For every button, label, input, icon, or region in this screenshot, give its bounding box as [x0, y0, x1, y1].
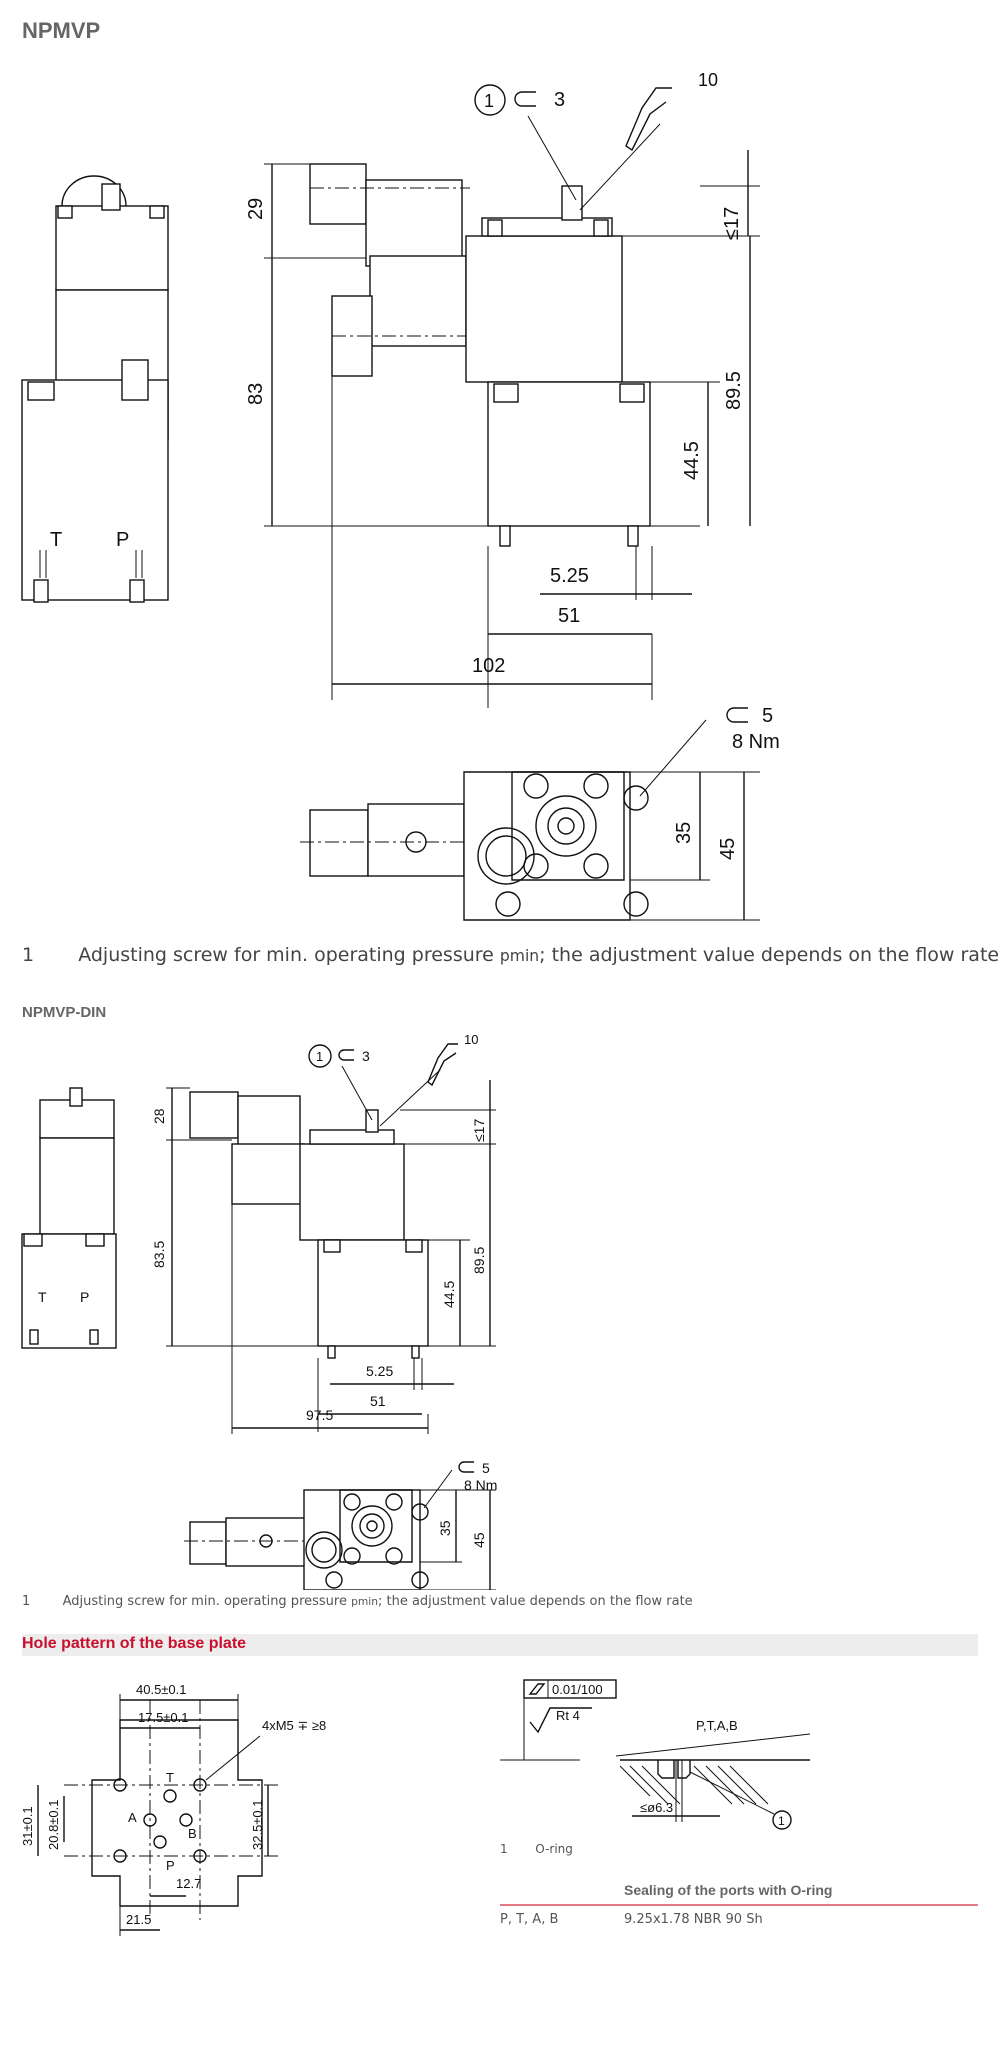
- port-label-t: T: [50, 529, 62, 551]
- npmvp-din-drawing: T P 28 83.5 ≤17 89.5 44.5 5.25: [21, 1032, 497, 1590]
- svg-text:35: 35: [437, 1520, 453, 1536]
- svg-text:102: 102: [472, 655, 505, 677]
- section-title-npmvp-din: NPMVP-DIN: [22, 1004, 107, 1021]
- svg-text:32.5±0.1: 32.5±0.1: [250, 1799, 265, 1850]
- sealing-table-row-value: 9.25x1.78 NBR 90 Sh: [624, 1912, 763, 1927]
- wrench-icon: [514, 91, 536, 107]
- npmvp-top-view: 35 45 5 8 Nm: [300, 705, 780, 921]
- base-plate-outline: [91, 1719, 263, 1907]
- npmvp-front-view: 29 83 ≤17 89.5 44.5 5.25 51 102 1 3 10: [245, 70, 760, 708]
- svg-text:8 Nm: 8 Nm: [732, 731, 780, 753]
- svg-text:1: 1: [484, 91, 494, 111]
- svg-text:20.8±0.1: 20.8±0.1: [46, 1799, 61, 1850]
- svg-text:40.5±0.1: 40.5±0.1: [136, 1682, 187, 1697]
- svg-text:31±0.1: 31±0.1: [20, 1806, 35, 1846]
- svg-text:3: 3: [554, 89, 565, 111]
- svg-text:4xM5 ∓ ≥8: 4xM5 ∓ ≥8: [262, 1718, 326, 1733]
- svg-text:97.5: 97.5: [306, 1407, 333, 1423]
- svg-text:1: 1: [778, 1814, 785, 1828]
- hatch-area: [619, 1765, 769, 1805]
- port-label-p: P: [116, 529, 129, 551]
- npmvp-side-view: T P: [21, 175, 169, 603]
- screwdriver-icon: [625, 87, 672, 152]
- oring-groove: [657, 1760, 675, 1779]
- svg-text:51: 51: [558, 605, 580, 627]
- npmvp-din-side-view: T P: [21, 1087, 117, 1349]
- svg-text:1: 1: [316, 1049, 323, 1064]
- svg-text:21.5: 21.5: [126, 1912, 151, 1927]
- svg-text:28: 28: [151, 1108, 167, 1124]
- svg-text:T: T: [38, 1289, 47, 1305]
- wrench-icon: [726, 707, 748, 723]
- svg-text:35: 35: [673, 822, 695, 844]
- svg-text:51: 51: [370, 1393, 386, 1409]
- svg-text:5.25: 5.25: [366, 1363, 393, 1379]
- oring-footnote: 1 O-ring: [500, 1842, 573, 1856]
- svg-text:B: B: [188, 1826, 197, 1841]
- svg-text:83.5: 83.5: [151, 1241, 167, 1268]
- npmvp-din-front-view: 28 83.5 ≤17 89.5 44.5 5.25 51 97.5 1 3 1…: [151, 1032, 496, 1434]
- flatness-icon: [528, 1683, 546, 1695]
- wrench-icon: [458, 1461, 474, 1473]
- svg-text:5: 5: [762, 705, 773, 727]
- npmvp-din-footnote: 1 Adjusting screw for min. operating pre…: [22, 1594, 693, 1609]
- svg-text:P: P: [166, 1858, 175, 1873]
- svg-text:≤ø6.3: ≤ø6.3: [640, 1800, 673, 1815]
- svg-text:89.5: 89.5: [471, 1247, 487, 1274]
- svg-text:3: 3: [362, 1048, 370, 1064]
- npmvp-drawing: T P 29 83 ≤17 89.5: [21, 70, 780, 921]
- sealing-table-row-label: P, T, A, B: [500, 1912, 559, 1927]
- svg-text:P,T,A,B: P,T,A,B: [696, 1718, 738, 1733]
- sealing-detail-drawing: 0.01/100 Rt 4 P,T,A,B ≤ø6.3 1: [500, 1679, 811, 1830]
- svg-text:45: 45: [717, 838, 739, 860]
- svg-text:T: T: [166, 1770, 174, 1785]
- section-title-npmvp: NPMVP: [22, 18, 101, 43]
- svg-text:A: A: [128, 1810, 137, 1825]
- svg-text:10: 10: [698, 70, 718, 90]
- svg-text:83: 83: [245, 383, 267, 405]
- svg-text:≤17: ≤17: [721, 207, 743, 240]
- svg-text:10: 10: [464, 1032, 478, 1047]
- svg-text:5: 5: [482, 1460, 490, 1476]
- wrench-icon: [338, 1049, 354, 1061]
- svg-text:12.7: 12.7: [176, 1876, 201, 1891]
- svg-text:17.5±0.1: 17.5±0.1: [138, 1710, 189, 1725]
- section-title-hole-pattern: Hole pattern of the base plate: [22, 1635, 247, 1652]
- roughness-icon: [529, 1707, 592, 1734]
- svg-text:P: P: [80, 1289, 89, 1305]
- npmvp-footnote: 1 Adjusting screw for min. operating pre…: [22, 944, 1000, 966]
- hole-pattern-drawing: T A B P 40.5±0.1 17.5±0.1 4xM5 ∓ ≥8 31±0…: [20, 1682, 326, 1936]
- svg-text:≤17: ≤17: [471, 1119, 487, 1142]
- sealing-table: Sealing of the ports with O-ring P, T, A…: [500, 1882, 978, 1927]
- npmvp-din-top-view: 35 45 5 8 Nm: [184, 1460, 497, 1590]
- svg-text:5.25: 5.25: [550, 565, 589, 587]
- sealing-table-header: Sealing of the ports with O-ring: [624, 1882, 833, 1898]
- svg-text:29: 29: [245, 198, 267, 220]
- section-bar: [22, 1634, 978, 1656]
- screwdriver-icon: [427, 1043, 458, 1087]
- svg-text:Rt 4: Rt 4: [556, 1708, 580, 1723]
- svg-text:45: 45: [471, 1532, 487, 1548]
- svg-text:89.5: 89.5: [723, 371, 745, 410]
- svg-text:0.01/100: 0.01/100: [552, 1682, 603, 1697]
- svg-text:8 Nm: 8 Nm: [464, 1477, 497, 1493]
- svg-text:44.5: 44.5: [441, 1281, 457, 1308]
- svg-text:44.5: 44.5: [681, 441, 703, 480]
- callout-circle-1: [474, 84, 506, 116]
